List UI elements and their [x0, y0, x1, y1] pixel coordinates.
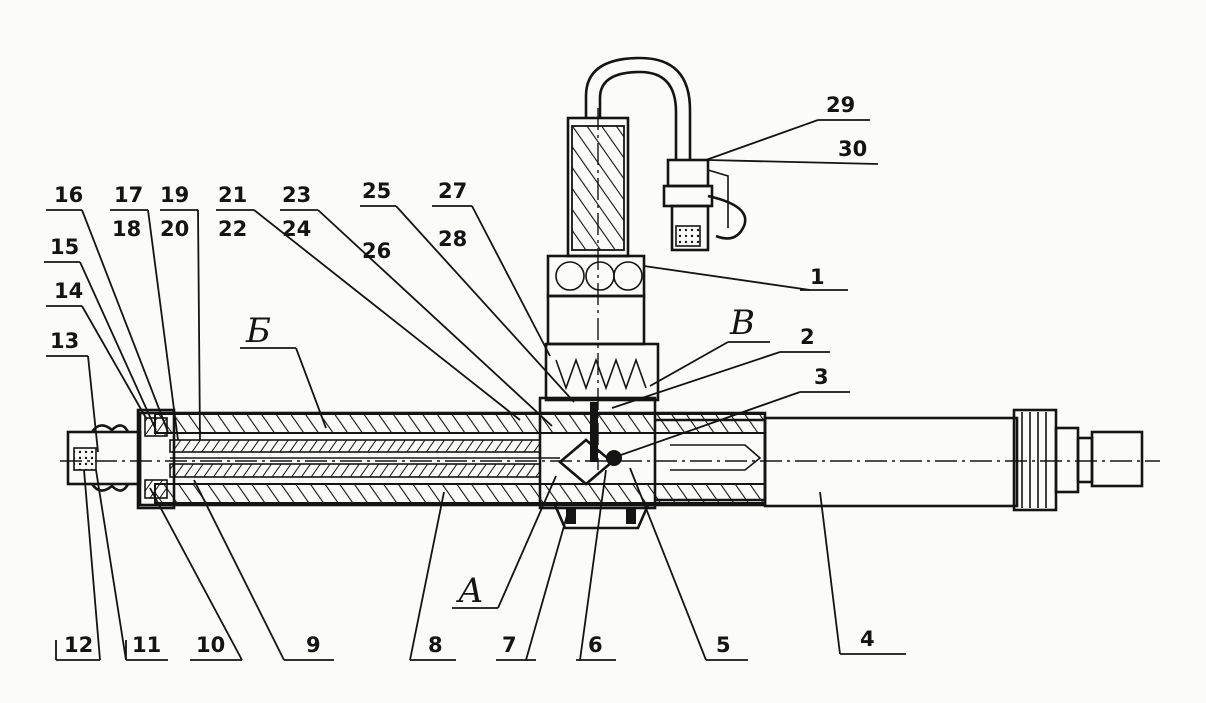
piston [670, 444, 762, 471]
right-step-2 [1076, 436, 1094, 484]
callout-12: 12 [64, 633, 93, 657]
nut-face-centre [585, 261, 615, 291]
callout-17: 17 [114, 183, 143, 207]
callout-19: 19 [160, 183, 189, 207]
callout-26: 26 [362, 239, 391, 263]
right-end-fitting [1090, 430, 1144, 488]
section-letter-v: В [729, 303, 755, 343]
leader-lines [44, 119, 906, 661]
callout-10: 10 [196, 633, 225, 657]
callout-4: 4 [860, 627, 875, 651]
callout-1: 1 [810, 265, 825, 289]
valve-stem [590, 402, 598, 462]
callout-7: 7 [502, 633, 517, 657]
left-cap-seal [144, 479, 168, 499]
hose-outer [584, 56, 692, 160]
callout-9: 9 [306, 633, 321, 657]
callout-21: 21 [218, 183, 247, 207]
connector-bundle [662, 158, 747, 252]
callout-14: 14 [54, 279, 83, 303]
right-step-1 [1054, 426, 1080, 494]
callout-29: 29 [826, 93, 855, 117]
foot-bolt-left [566, 508, 576, 524]
left-shaft [66, 430, 142, 486]
left-nut [73, 447, 97, 471]
callout-6: 6 [588, 633, 603, 657]
valve-ball [606, 450, 622, 466]
right-collar [1012, 408, 1058, 512]
callout-2: 2 [800, 325, 815, 349]
callout-18: 18 [112, 217, 141, 241]
left-shaft-flange-bottom [90, 483, 130, 492]
valve-foot [553, 504, 650, 530]
collar-ribs [1021, 412, 1047, 508]
callout-11: 11 [132, 633, 161, 657]
callout-25: 25 [362, 179, 391, 203]
nut-face-left [555, 261, 585, 291]
right-cylinder [763, 416, 1019, 508]
callout-24: 24 [282, 217, 311, 241]
nut-face-right [613, 261, 643, 291]
section-letter-b: Б [245, 311, 271, 351]
callout-8: 8 [428, 633, 443, 657]
tool-body [60, 396, 1160, 530]
left-shaft-flange-top [90, 424, 130, 433]
callout-3: 3 [814, 365, 829, 389]
callout-22: 22 [218, 217, 247, 241]
foot-bolt-right [626, 508, 636, 524]
inner-rod-top [169, 439, 541, 453]
callout-labels: 16 17 19 21 23 25 27 18 20 22 24 26 28 1… [50, 93, 875, 657]
callout-15: 15 [50, 235, 79, 259]
callout-27: 27 [438, 179, 467, 203]
housing [546, 294, 646, 346]
inner-rod-bottom [169, 463, 541, 478]
callout-28: 28 [438, 227, 467, 251]
callout-20: 20 [160, 217, 189, 241]
callout-23: 23 [282, 183, 311, 207]
lower-block [544, 342, 660, 402]
section-letter-a: А [456, 571, 484, 611]
hose-inner [598, 70, 678, 160]
block-teeth [555, 357, 647, 391]
callout-30: 30 [838, 137, 867, 161]
callout-13: 13 [50, 329, 79, 353]
left-end-cap [136, 408, 176, 510]
callout-5: 5 [716, 633, 731, 657]
callout-16: 16 [54, 183, 83, 207]
vertical-assembly [544, 56, 747, 470]
tube-wall-top [154, 413, 766, 434]
